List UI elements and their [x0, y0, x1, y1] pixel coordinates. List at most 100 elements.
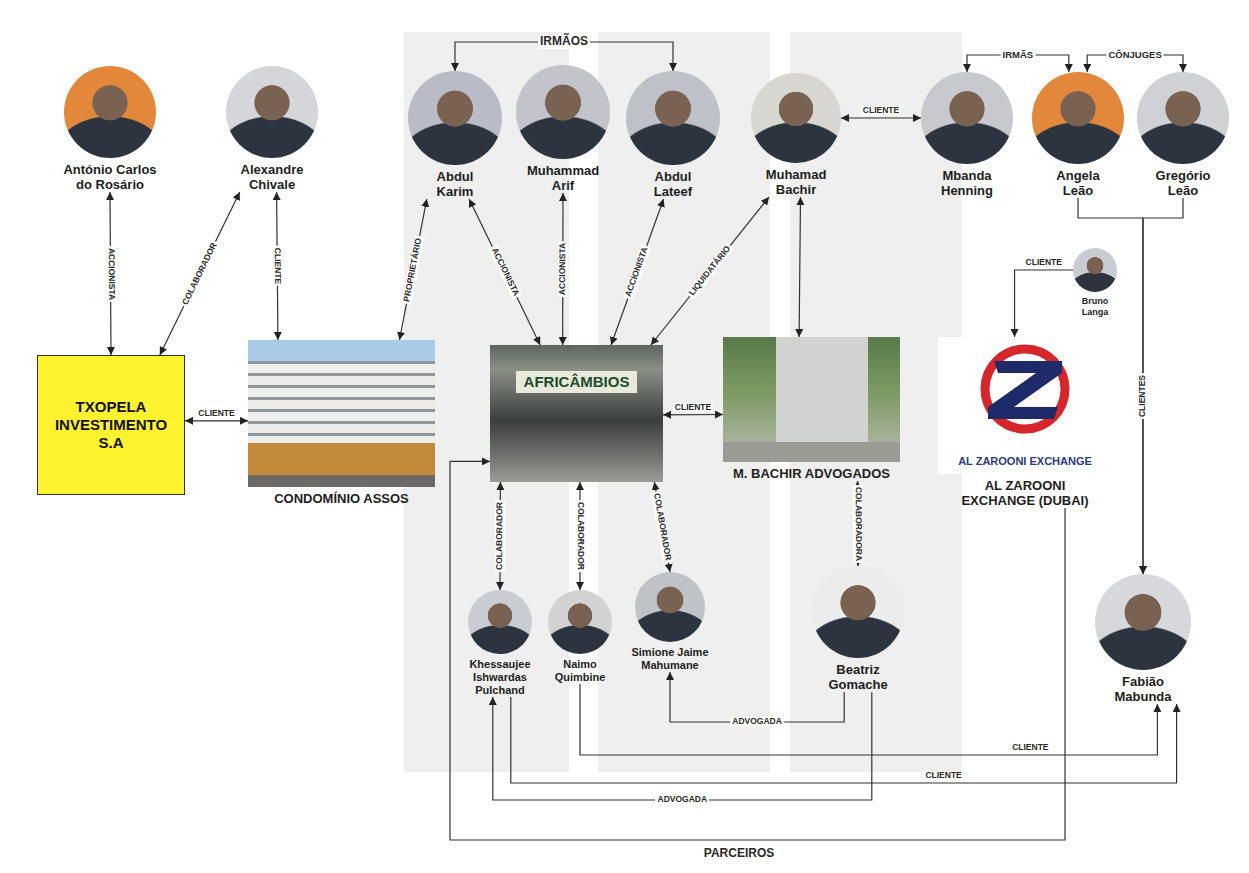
- person-node: Muhamad Bachir: [751, 73, 841, 197]
- shop-sign-text: AFRICÂMBIOS: [516, 371, 638, 393]
- photo-panel: [723, 337, 900, 462]
- relation-label: IRMÃS: [1001, 50, 1036, 61]
- person-name: Angela Leão: [1041, 168, 1115, 198]
- person-node: Bruno Langa: [1070, 248, 1120, 318]
- person-node: Khessaujee Ishwardas Pulchand: [464, 590, 536, 697]
- portrait-circle: [64, 66, 156, 158]
- relation-label: ACCIONISTA: [558, 241, 568, 297]
- person-name: Beatriz Gomache: [818, 662, 898, 692]
- person-node: Abdul Lateef: [626, 71, 720, 199]
- relation-connector: [1015, 270, 1073, 337]
- portrait-circle: [516, 65, 610, 159]
- relation-connector: [493, 692, 872, 800]
- person-name: Gregório Leão: [1145, 168, 1221, 198]
- building-photo-node: CONDOMÍNIO ASSOS: [248, 340, 435, 506]
- portrait-circle: [751, 73, 841, 163]
- relation-label: CLIENTES: [1138, 373, 1148, 419]
- relation-label: PARCEIROS: [702, 847, 776, 861]
- company-box: TXOPELA INVESTIMENTO S.A: [37, 355, 185, 495]
- portrait-circle: [548, 590, 612, 654]
- portrait-circle: [921, 72, 1013, 164]
- portrait-circle: [1073, 248, 1117, 292]
- relation-connector: [160, 192, 240, 355]
- company-name: TXOPELA INVESTIMENTO S.A: [44, 398, 178, 452]
- portrait-circle: [626, 71, 720, 165]
- person-name: Muhammad Arif: [525, 163, 601, 193]
- portrait-circle: [468, 590, 532, 654]
- relation-label: COLABORADOR: [495, 500, 505, 572]
- relation-label: ACCIONISTA: [488, 245, 521, 300]
- relation-connector: [1143, 198, 1183, 574]
- relation-label: CÔNJUGES: [1106, 50, 1163, 61]
- relation-connector: [799, 197, 800, 337]
- relation-label: ADVOGADA: [656, 795, 710, 805]
- person-node: Muhammad Arif: [516, 65, 610, 193]
- person-name: Muhamad Bachir: [758, 167, 834, 197]
- person-name: Alexandre Chivale: [227, 162, 317, 192]
- relation-label: ADVOGADA: [730, 717, 784, 727]
- relation-label: LIQUIDATÁRIO: [686, 243, 734, 300]
- person-node: Angela Leão: [1032, 72, 1124, 198]
- portrait-circle: [1095, 574, 1191, 670]
- person-name: Fabião Mabunda: [1103, 674, 1183, 704]
- person-name: Abdul Karim: [419, 169, 491, 199]
- relation-connector: [450, 461, 1065, 840]
- storefront-photo-node: AFRICÂMBIOS: [490, 345, 663, 482]
- relation-connector: [469, 199, 540, 345]
- portrait-circle: [1032, 72, 1124, 164]
- person-node: Alexandre Chivale: [226, 66, 318, 192]
- relation-label: CLIENTE: [861, 106, 901, 116]
- portrait-circle: [226, 66, 318, 158]
- relation-connector: [670, 672, 844, 722]
- portrait-circle: [1137, 72, 1229, 164]
- relation-connector: [841, 117, 921, 118]
- logo-ring: [985, 349, 1065, 429]
- relation-label: CLIENTE: [196, 409, 236, 419]
- person-name: Naimo Quimbine: [545, 658, 615, 684]
- portrait-circle: [635, 572, 705, 642]
- person-node: Mbanda Henning: [921, 72, 1013, 198]
- person-node: Abdul Karim: [408, 71, 502, 199]
- logo-z: [988, 361, 1062, 419]
- person-name: Abdul Lateef: [635, 169, 711, 199]
- person-node: Naimo Quimbine: [545, 590, 615, 684]
- relation-label: CLIENTE: [673, 403, 713, 413]
- company-rect: TXOPELA INVESTIMENTO S.A: [37, 355, 185, 495]
- relation-label: CLIENTE: [272, 246, 282, 286]
- relation-label: ACCIONISTA: [623, 244, 651, 300]
- company-logo-node: AL ZAROONI EXCHANGEAL ZAROONI EXCHANGE (…: [938, 337, 1112, 508]
- portrait-circle: [408, 71, 502, 165]
- relation-label: CLIENTE: [1010, 743, 1050, 753]
- building-photo-node: M. BACHIR ADVOGADOS: [723, 337, 900, 481]
- relation-label: IRMÃOS: [538, 35, 590, 49]
- photo-panel: [248, 340, 435, 487]
- relation-connector: [651, 197, 769, 345]
- relation-label: COLABORADOR: [651, 491, 673, 564]
- relation-label: CLIENTE: [1024, 258, 1064, 268]
- person-name: Simione Jaime Mahumane: [625, 646, 715, 672]
- portrait-circle: [812, 566, 904, 658]
- person-name: Bruno Langa: [1070, 296, 1120, 318]
- person-name: Khessaujee Ishwardas Pulchand: [464, 658, 536, 697]
- relation-label: PROPRIETÁRIO: [402, 235, 425, 304]
- relation-label: CLIENTE: [923, 771, 963, 781]
- person-node: Simione Jaime Mahumane: [625, 572, 715, 672]
- relation-connector: [399, 199, 426, 340]
- relation-label: ACCIONISTA: [105, 245, 115, 301]
- relation-connector: [511, 697, 1177, 783]
- relation-label: COLABORADORA: [853, 484, 863, 562]
- person-name: Mbanda Henning: [929, 168, 1005, 198]
- logo-graphic: [938, 337, 1112, 442]
- entity-name: CONDOMÍNIO ASSOS: [248, 491, 435, 506]
- relation-connector: [611, 199, 664, 345]
- relation-connector: [185, 420, 248, 421]
- person-node: Fabião Mabunda: [1095, 574, 1191, 704]
- photo-panel: AFRICÂMBIOS: [490, 345, 663, 482]
- relation-connector: [580, 684, 1157, 755]
- relation-label: COLABORADOR: [575, 500, 585, 572]
- entity-name: M. BACHIR ADVOGADOS: [723, 466, 900, 481]
- logo-text: AL ZAROONI EXCHANGE: [958, 455, 1092, 468]
- person-node: António Carlos do Rosário: [60, 66, 160, 192]
